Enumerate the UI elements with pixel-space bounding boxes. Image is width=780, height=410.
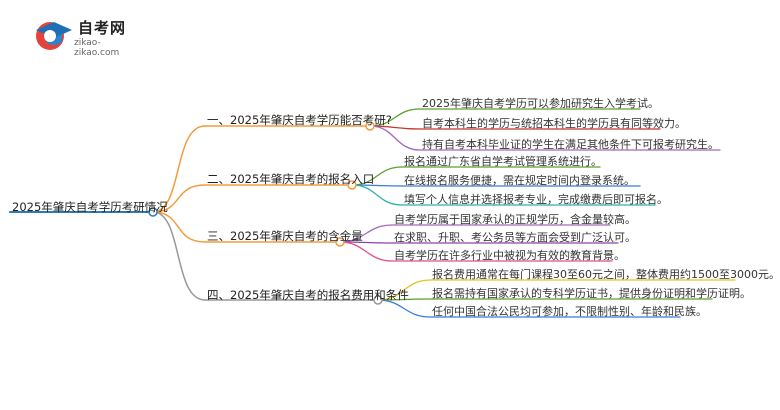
leaf-2-3: 填写个人信息并选择报考专业，完成缴费后即可报名。 [404,193,668,206]
leaf-4-1: 报名费用通常在每门课程30至60元之间，整体费用约1500至3000元。 [432,268,780,281]
leaf-2-1: 报名通过广东省自学考试管理系统进行。 [404,155,602,168]
leaf-curve-2-3 [351,184,403,206]
branch-node-2 [347,180,357,190]
leaf-3-3: 自考学历在许多行业中被视为有效的教育背景。 [394,249,625,262]
leaf-curve-4-3 [377,299,431,318]
branch-curve-2 [152,184,206,213]
leaf-2-2: 在线报名服务便捷，需在规定时间内登录系统。 [404,174,635,187]
leaf-1-3: 持有自考本科毕业证的学生在满足其他条件下可报考研究生。 [422,138,719,151]
root-node-label: 2025年肇庆自考学历考研情况 [12,200,168,214]
leaf-curve-1-3 [369,125,421,151]
logo-title: 自考网 [78,19,127,37]
connector-layer [9,108,736,318]
mindmap-canvas: 自考网 zikao-zikao.com 2025年肇庆自考学历考研情况 一、20… [9,14,780,318]
branch-node-1 [365,121,375,131]
branch-curve-3 [152,211,206,243]
graduation-cap-icon [36,22,72,50]
branch-node-4 [373,295,383,305]
leaf-1-1: 2025年肇庆自考学历可以参加研究生入学考试。 [422,97,659,110]
logo-subtitle: zikao-zikao.com [74,38,120,58]
leaf-1-2: 自考本科生的学历与统招本科生的学历具有同等效力。 [422,117,686,130]
branch-label-3: 三、2025年肇庆自考的含金量 [207,229,363,243]
mindmap-links [9,108,736,318]
leaf-3-2: 在求职、升职、考公务员等方面会受到广泛认可。 [394,231,636,244]
leaf-3-1: 自考学历属于国家承认的正规学历，含金量较高。 [394,213,636,226]
leaf-curve-3-3 [339,241,393,262]
branch-node-3 [335,237,345,247]
leaf-4-2: 报名需持有国家承认的专科学历证书，提供身份证明和学历证明。 [432,287,751,300]
logo: 自考网 zikao-zikao.com [32,14,142,58]
leaf-4-3: 任何中国合法公民均可参加，不限制性别、年龄和民族。 [432,305,707,318]
branch-label-1: 一、2025年肇庆自考学历能否考研? [207,113,392,127]
root-node [148,207,158,217]
branch-label-4: 四、2025年肇庆自考的报名费用和条件 [207,288,409,302]
branch-curve-1 [152,125,206,213]
branch-curve-4 [152,211,206,301]
branch-label-2: 二、2025年肇庆自考的报名入口 [207,172,375,186]
